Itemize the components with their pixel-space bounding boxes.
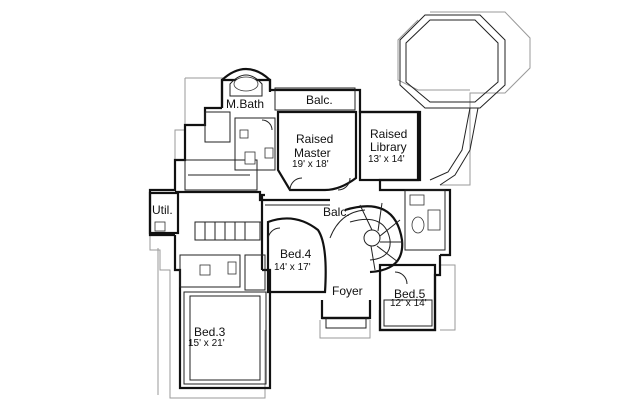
tower-outline (399, 14, 506, 186)
master-closets (184, 111, 276, 191)
room-labels: M.Bath Balc. Raised Master 19' x 18' Rai… (152, 93, 427, 349)
util-label: Util. (152, 203, 173, 217)
lower-floor-outline (149, 11, 531, 399)
foyer-bay (320, 300, 372, 329)
master-dims: 19' x 18' (292, 159, 329, 170)
bed3-name: Bed.3 (194, 325, 226, 339)
bed5-name: Bed.5 (394, 287, 426, 301)
right-bath (404, 189, 446, 251)
door-swings (261, 119, 408, 285)
top-balcony (274, 87, 356, 111)
library-walls (358, 110, 420, 182)
balc-mid-label: Balc. (323, 205, 350, 219)
gallery-corridor (175, 190, 330, 241)
balc-top-label: Balc. (306, 93, 333, 107)
master-name-line2: Master (294, 146, 331, 160)
bed4-name: Bed.4 (280, 247, 312, 261)
bed5-walls (378, 263, 437, 332)
stair-treads (204, 222, 246, 240)
bed4-walls (244, 217, 327, 294)
bed4-dims: 14' x 17' (274, 262, 311, 273)
spiral-staircase (329, 202, 404, 274)
utility-room (148, 191, 180, 235)
master-name-line1: Raised (296, 132, 333, 146)
master-bath-bay (220, 67, 272, 108)
bed5-dims: 12' x 14' (390, 298, 427, 309)
library-name-line2: Library (370, 140, 407, 154)
master-bedroom-walls (276, 110, 358, 192)
library-name-line1: Raised (370, 127, 407, 141)
library-dims: 13' x 14' (368, 154, 405, 165)
mbath-label: M.Bath (226, 97, 264, 111)
foyer-label: Foyer (332, 284, 363, 298)
bed3-dims: 15' x 21' (188, 338, 225, 349)
bed3-walls (179, 254, 267, 385)
spiral-treads (359, 202, 403, 271)
